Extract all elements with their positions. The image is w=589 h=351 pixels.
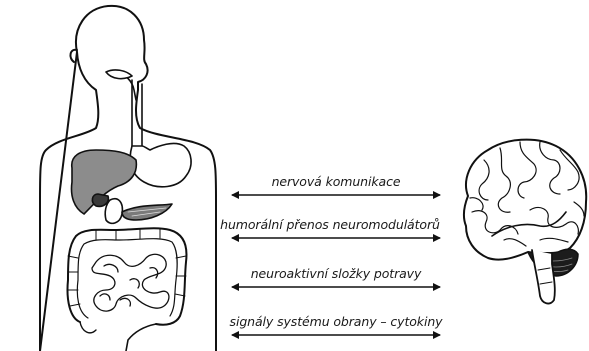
stomach	[130, 143, 191, 186]
label-neuroactive-food: neuroaktivní složky potravy	[251, 266, 422, 281]
small-intestine	[92, 254, 169, 311]
mouth-cavity	[106, 70, 132, 79]
duodenum	[105, 199, 122, 224]
colon-inner	[77, 239, 177, 318]
label-humoral-transfer: humorální přenos neuromodulátorů	[220, 217, 440, 232]
brain-figure	[464, 140, 586, 304]
label-immune-signals: signály systému obrany – cytokiny	[230, 314, 443, 329]
label-nervous-communication: nervová komunikace	[272, 174, 401, 189]
digestive-system	[68, 70, 192, 351]
gallbladder	[92, 194, 108, 206]
appendix	[80, 322, 96, 333]
brainstem	[532, 250, 555, 303]
rectum	[126, 324, 156, 351]
